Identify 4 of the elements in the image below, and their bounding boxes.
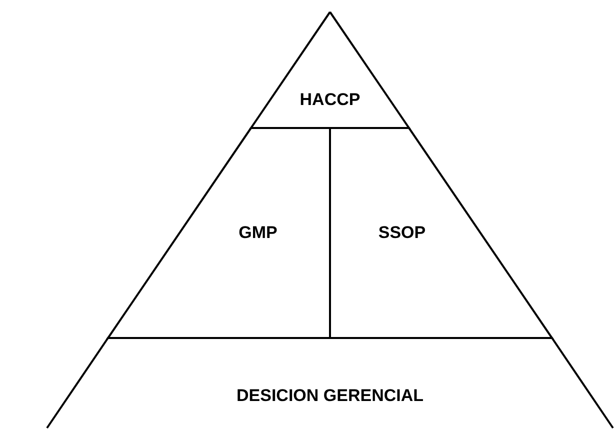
section-label: HACCP bbox=[300, 90, 360, 110]
section-label: DESICION GERENCIAL bbox=[236, 386, 424, 406]
section-label: GMP bbox=[238, 223, 278, 243]
section-label: SSOP bbox=[378, 223, 426, 243]
